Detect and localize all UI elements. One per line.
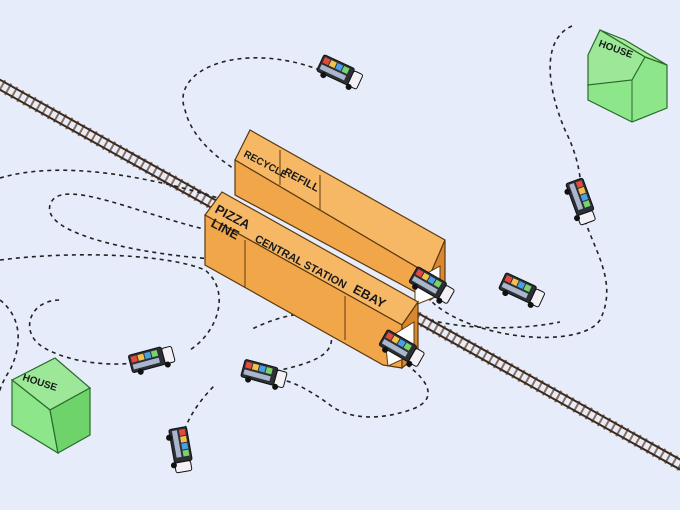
route-bottom-van — [179, 384, 216, 446]
delivery-routes — [0, 25, 608, 446]
route-van-mid — [28, 299, 151, 365]
delivery-van — [564, 177, 596, 226]
delivery-van — [498, 272, 545, 308]
delivery-van — [240, 359, 288, 390]
route-van-center — [249, 313, 333, 376]
route-left-side — [0, 254, 220, 351]
delivery-van — [166, 426, 193, 474]
delivery-van — [128, 346, 176, 375]
route-bottom — [279, 359, 429, 418]
delivery-van — [408, 266, 455, 304]
route-bottom-right — [429, 319, 561, 329]
delivery-vans — [128, 54, 596, 474]
house-top-right: HOUSE — [587, 29, 668, 123]
route-left-loop — [49, 193, 241, 261]
delivery-van — [378, 329, 425, 367]
house-bottom-left: HOUSE — [10, 357, 92, 455]
delivery-van — [316, 54, 363, 90]
route-left-top — [0, 169, 241, 206]
